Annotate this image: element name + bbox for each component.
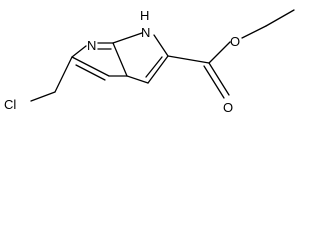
atom-chlorine-label: Cl	[4, 97, 16, 112]
bond-oester-ch2	[241, 25, 267, 39]
molecule-svg: Cl N H N O O	[4, 8, 295, 115]
bond-n7-c6	[71, 45, 87, 58]
atom-ester-oxygen-label: O	[230, 34, 240, 49]
bond-c5-c4	[54, 56, 73, 93]
structure-diagram: Cl N H N O O	[0, 0, 303, 121]
bond-c2-c3p-inner	[145, 56, 163, 78]
bond-n1-c2	[153, 34, 169, 57]
bond-c7a-n1	[112, 32, 143, 44]
atom-pyrrole-hydrogen-label: H	[140, 8, 149, 23]
atom-carbonyl-oxygen-label: O	[223, 100, 233, 115]
bond-ch2-ch3	[265, 9, 295, 27]
bond-ccarbonyl-oester	[208, 41, 231, 64]
bond-c2-c3p	[147, 55, 169, 84]
bond-carbonyl-double-a	[208, 62, 230, 96]
bond-c2-ccarbonyl	[167, 55, 210, 64]
atom-pyridine-nitrogen-label: N	[87, 38, 96, 53]
bond-c4-c3-inner	[75, 64, 106, 81]
atom-pyrrole-nitrogen-label: N	[141, 25, 150, 40]
bond-c3p-c3a	[126, 75, 149, 84]
bond-c5-cl	[30, 91, 56, 102]
bond-c4-c3	[71, 56, 110, 77]
bond-c3a-c7a	[112, 42, 128, 77]
bond-carbonyl-double-b	[203, 65, 225, 99]
